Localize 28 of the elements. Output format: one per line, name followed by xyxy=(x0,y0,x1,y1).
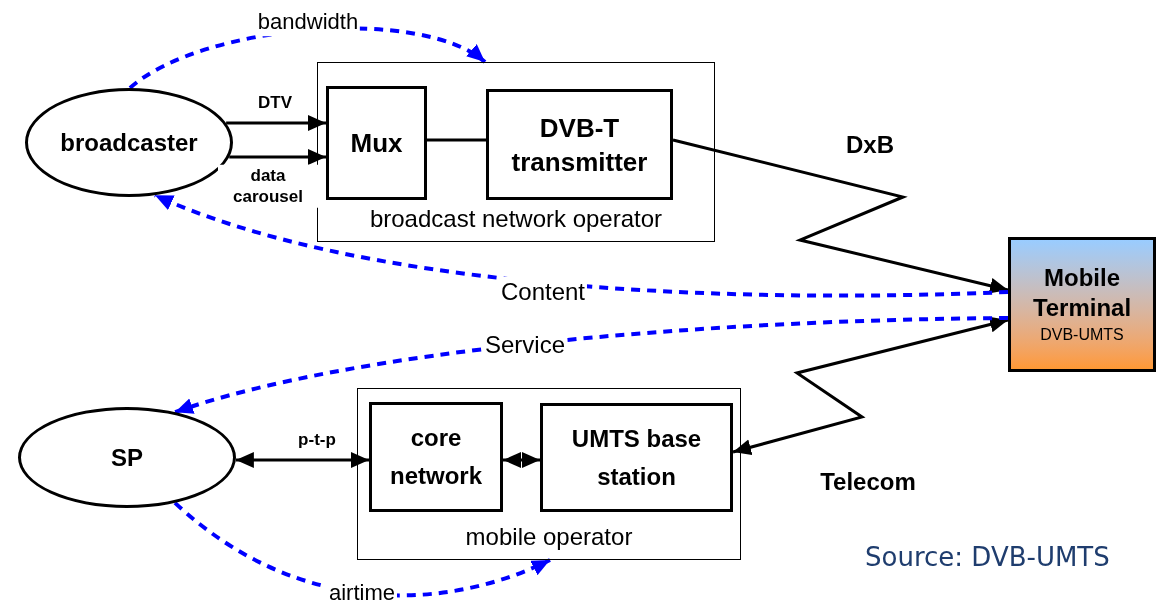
process-box xyxy=(540,403,733,512)
node-label: mobile operator xyxy=(465,522,633,552)
source-note: Source: DVB-UMTS xyxy=(865,541,1110,574)
node-label: UMTS base station xyxy=(570,423,703,492)
node-label: DVB-T transmitter xyxy=(510,111,649,179)
dashed-arrow xyxy=(174,316,1009,415)
arrow xyxy=(732,316,1009,455)
node-label: SP xyxy=(111,442,143,473)
process-box xyxy=(369,402,503,512)
process-box xyxy=(326,86,427,200)
terminal-box xyxy=(1008,237,1156,372)
node-label: DVB-UMTS xyxy=(1040,324,1124,345)
process-box xyxy=(486,89,673,200)
arrow xyxy=(235,452,369,468)
node-label: Mux xyxy=(350,126,403,160)
arrow xyxy=(672,138,1009,294)
arrow xyxy=(503,452,540,468)
node-label: core network xyxy=(389,423,483,491)
dashed-arrow xyxy=(154,193,1009,298)
group-box xyxy=(357,388,741,560)
node-label: broadcast network operator xyxy=(369,204,663,234)
arrow xyxy=(229,149,326,165)
edge-label: data carousel xyxy=(218,164,318,208)
node-label: broadcaster xyxy=(60,127,198,158)
ellipse-node xyxy=(18,407,236,508)
arrow xyxy=(226,115,326,131)
node-label: Mobile Terminal xyxy=(1031,262,1133,323)
group-box xyxy=(317,62,715,242)
